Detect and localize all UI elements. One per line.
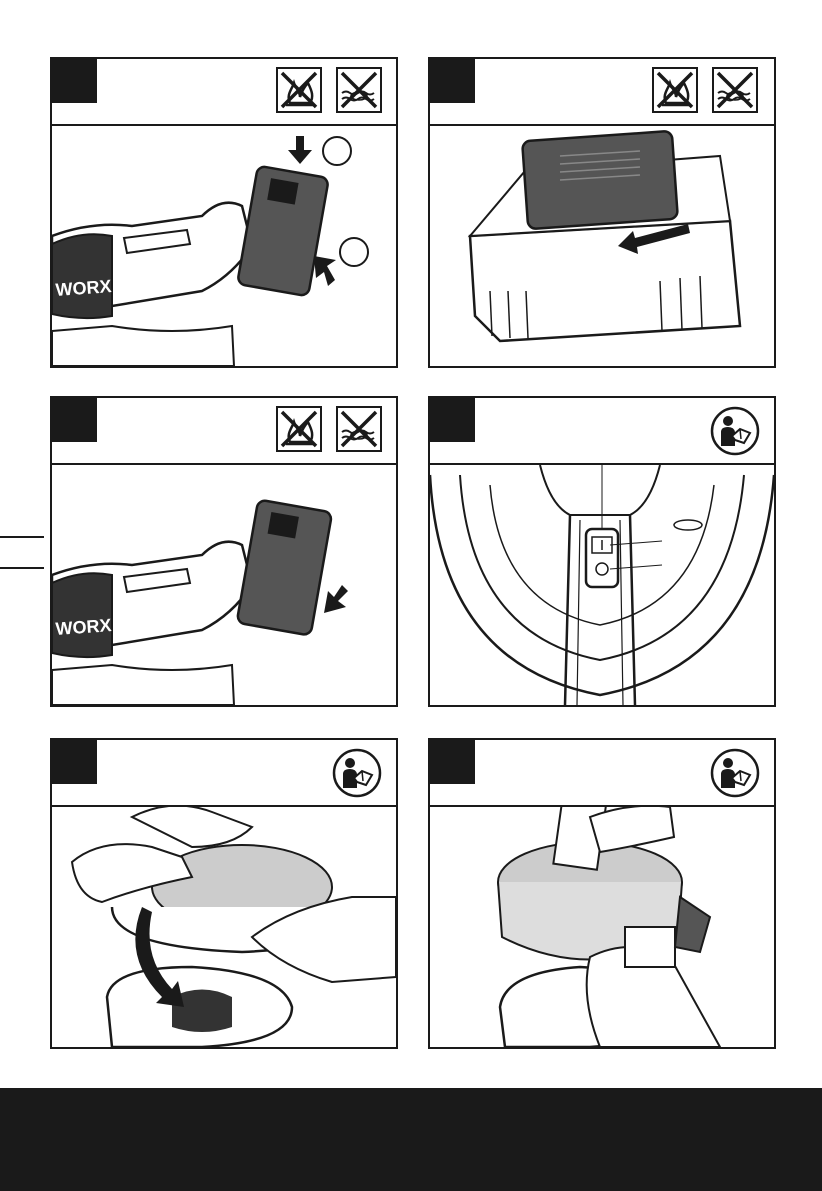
- pad-remove-illustration: [52, 807, 396, 1047]
- read-manual-icon: [332, 748, 382, 798]
- no-fire-icon: [276, 406, 322, 452]
- panel-5: [50, 738, 398, 1049]
- arrow-up-icon: [314, 256, 336, 286]
- edge-mark: [0, 567, 44, 569]
- battery-insert-illustration: WORX: [52, 126, 396, 366]
- battery-pack: [522, 131, 678, 229]
- arrow-down-icon: [324, 585, 348, 613]
- brand-logo: WORX: [55, 276, 112, 300]
- step-number-box: [52, 740, 97, 784]
- no-water-icon: [336, 67, 382, 113]
- callout-2: [340, 238, 368, 266]
- panel-2: [428, 57, 776, 368]
- read-manual-icon: [710, 748, 760, 798]
- no-fire-icon: [652, 67, 698, 113]
- pad-cleaning-illustration: [430, 807, 774, 1047]
- step-number-box: [52, 398, 97, 442]
- no-water-icon: [336, 406, 382, 452]
- panel-6: [428, 738, 776, 1049]
- no-fire-icon: [276, 67, 322, 113]
- arrow-down-icon: [288, 136, 312, 164]
- brand-logo: WORX: [55, 615, 112, 639]
- footer-bar: [0, 1088, 822, 1191]
- battery-remove-illustration: WORX: [52, 465, 396, 705]
- hand-top: [132, 807, 252, 847]
- switch-illustration: [430, 465, 774, 705]
- step-number-box: [52, 59, 97, 103]
- read-manual-icon: [710, 406, 760, 456]
- panel-header: [430, 740, 774, 807]
- edge-mark: [0, 536, 44, 538]
- no-water-icon: [712, 67, 758, 113]
- panel-1: WORX: [50, 57, 398, 368]
- panel-header: [52, 398, 396, 465]
- panel-4: [428, 396, 776, 707]
- hand-top: [590, 807, 674, 852]
- panel-header: [52, 59, 396, 126]
- panel-header: [430, 398, 774, 465]
- step-number-box: [430, 59, 475, 103]
- callout-1: [323, 137, 351, 165]
- panel-header: [52, 740, 396, 807]
- step-number-box: [430, 740, 475, 784]
- panel-3: WORX: [50, 396, 398, 707]
- panel-header: [430, 59, 774, 126]
- step-number-box: [430, 398, 475, 442]
- charger-illustration: [430, 126, 774, 366]
